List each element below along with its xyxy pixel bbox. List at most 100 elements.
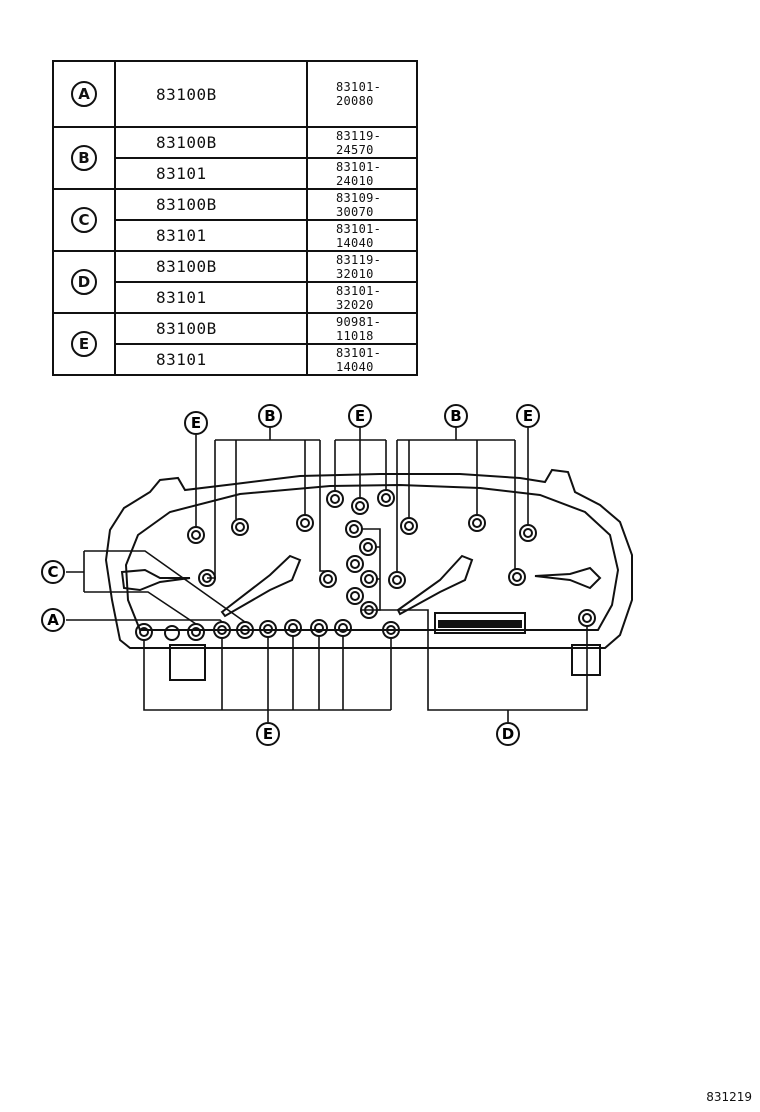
bulb-socket-core (263, 624, 273, 634)
bulb-socket-core (350, 559, 360, 569)
callout-circle (348, 404, 372, 428)
table-row: 83101 83101-14040 (53, 343, 418, 376)
bulb-socket-core (240, 625, 250, 635)
bulb-socket (284, 619, 302, 637)
part-number-cell: 83119-32010 (306, 250, 418, 283)
group-key-d: D (71, 269, 97, 295)
part-cell: 83101 (114, 157, 308, 190)
left-mount-bracket (169, 644, 206, 681)
callout-circle (516, 404, 540, 428)
group-key-a: A (71, 81, 97, 107)
callout-e-top-left: E (191, 414, 201, 432)
callout-circle (41, 560, 65, 584)
callout-e-top-center: E (355, 407, 365, 425)
bulb-socket-core (338, 623, 348, 633)
group-key-b: B (71, 145, 97, 171)
bulb-socket (310, 619, 328, 637)
part-number-cell: 83101-24010 (306, 157, 418, 190)
fuel-gauge-needle (120, 568, 191, 592)
bulb-socket (351, 497, 369, 515)
bulb-socket (519, 524, 537, 542)
bulb-socket-core (392, 575, 402, 585)
group-key-c: C (71, 207, 97, 233)
bulb-socket (187, 623, 205, 641)
bulb-socket (319, 570, 337, 588)
speedometer-needle (220, 554, 302, 618)
part-number-cell: 83101-20080 (306, 60, 418, 128)
bulb-socket (377, 489, 395, 507)
callout-circle (41, 608, 65, 632)
callout-circle (184, 411, 208, 435)
bulb-socket-core (288, 623, 298, 633)
part-cell: 83100B (114, 250, 308, 283)
unused-socket (164, 625, 180, 641)
part-number-cell: 83101-14040 (306, 343, 418, 376)
bulb-socket (578, 609, 596, 627)
callout-circle (444, 404, 468, 428)
tachometer-needle (396, 554, 474, 616)
part-cell: 83101 (114, 281, 308, 314)
callout-a-left: A (47, 611, 59, 629)
bulb-socket (345, 520, 363, 538)
bulb-socket-core (235, 522, 245, 532)
bulb-socket (360, 570, 378, 588)
bulb-socket-core (314, 623, 324, 633)
part-cell: 83100B (114, 188, 308, 221)
part-number-cell: 83101-32020 (306, 281, 418, 314)
bulb-socket-core (364, 574, 374, 584)
table-row: 83101 83101-14040 (53, 219, 418, 252)
callout-d-bottom: D (502, 725, 514, 743)
bulb-socket-core (300, 518, 310, 528)
reference-code: 831219 (706, 1090, 752, 1104)
callout-e-top-right: E (523, 407, 533, 425)
bulb-socket-core (330, 494, 340, 504)
bulb-socket-core (363, 542, 373, 552)
bulb-socket-core (191, 530, 201, 540)
table-row: E 83100B 90981-11018 (52, 312, 418, 376)
bulb-socket (135, 623, 153, 641)
group-key-cell: B (52, 126, 116, 190)
bulb-socket (334, 619, 352, 637)
part-number-cell: 90981-11018 (306, 312, 418, 345)
bulb-socket-core (355, 501, 365, 511)
group-key-e: E (71, 331, 97, 357)
bulb-socket (326, 490, 344, 508)
leader-lines (66, 428, 588, 722)
group-key-cell: A (52, 60, 116, 128)
bulb-socket-core (323, 574, 333, 584)
bulb-socket-core (139, 627, 149, 637)
group-key-cell: E (52, 312, 116, 376)
callout-circle (258, 404, 282, 428)
table-row: B 83100B 83119-24570 (52, 126, 418, 190)
bulb-socket (508, 568, 526, 586)
bulb-socket-core (350, 591, 360, 601)
part-number-cell: 83101-14040 (306, 219, 418, 252)
bulb-socket-core (582, 613, 592, 623)
part-cell: 83101 (114, 343, 308, 376)
bulb-socket-core (349, 524, 359, 534)
bulb-socket (346, 555, 364, 573)
table-row: D 83100B 83119-32010 (52, 250, 418, 314)
bulb-socket-core (191, 627, 201, 637)
temp-gauge-needle (534, 566, 602, 590)
callout-c-left: C (47, 563, 58, 581)
callout-b-top-left: B (264, 407, 275, 425)
bulb-socket (296, 514, 314, 532)
bulb-socket (359, 538, 377, 556)
part-cell: 83100B (114, 312, 308, 345)
bulb-socket (187, 526, 205, 544)
bulb-socket-core (472, 518, 482, 528)
bulb-socket-core (217, 625, 227, 635)
parts-table: A 83100B 83101-20080 B 83100B 83119-2457… (52, 60, 418, 376)
callout-e-bottom: E (263, 725, 273, 743)
part-number-cell: 83109-30070 (306, 188, 418, 221)
callout-circle (256, 722, 280, 746)
group-key-cell: C (52, 188, 116, 252)
part-cell: 83100B (114, 60, 308, 128)
callout-b-top-right: B (450, 407, 461, 425)
table-row: A 83100B 83101-20080 (52, 60, 418, 128)
bulb-socket (468, 514, 486, 532)
bulb-socket-core (386, 625, 396, 635)
bulb-socket-core (404, 521, 414, 531)
